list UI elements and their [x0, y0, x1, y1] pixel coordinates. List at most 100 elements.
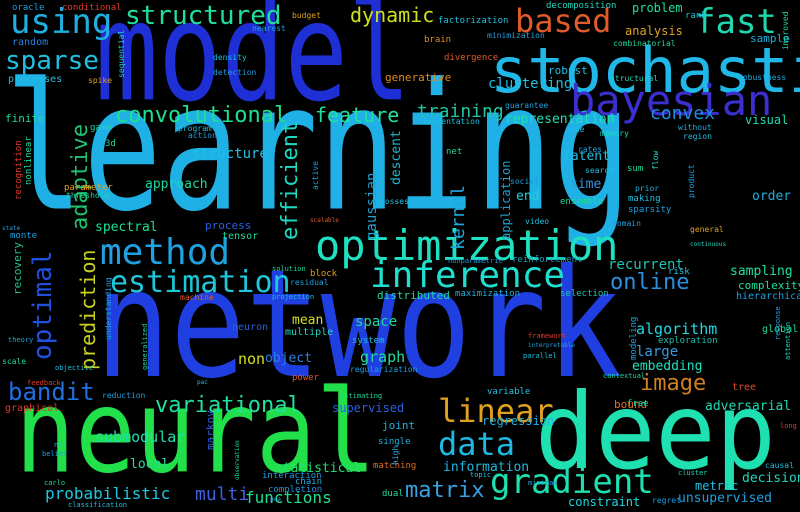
word-variational: variational — [155, 393, 301, 418]
word-net: net — [446, 147, 463, 157]
word-robust: robust — [548, 64, 588, 77]
word-linear: linear — [438, 392, 554, 430]
word-estimating: estimating — [340, 392, 383, 400]
word-graph: graph — [360, 348, 406, 366]
word-segmentation: segmentation — [422, 117, 480, 126]
word-exploration: exploration — [658, 336, 718, 346]
word-budget: budget — [292, 11, 321, 20]
word-representation: representation — [505, 112, 615, 127]
word-approach: approach — [145, 177, 208, 192]
word-joint: joint — [382, 419, 416, 432]
word-online: online — [610, 270, 690, 295]
word-tensor: tensor — [222, 231, 259, 242]
word-non: non — [238, 350, 266, 368]
word-descent: descent — [389, 130, 404, 185]
word-training: training — [417, 101, 504, 122]
word-single: single — [378, 437, 411, 447]
word-hierarchical: hierarchical — [736, 291, 800, 302]
word-metric: metric — [695, 479, 739, 493]
word-improved: improved — [781, 11, 790, 50]
word-inference: inference — [370, 255, 566, 296]
word-high: high — [391, 445, 400, 465]
word-region: region — [683, 132, 712, 141]
word-parameter: parameter — [64, 183, 113, 193]
word-bound: bound — [614, 398, 648, 411]
word-ensemble: ensemble — [560, 197, 604, 207]
word-markov: markov — [204, 410, 217, 450]
word-causal: causal — [765, 461, 794, 470]
word-scale: scale — [2, 357, 27, 366]
word-space: space — [355, 314, 398, 330]
word-game: game — [90, 123, 112, 133]
word-generalized: generalized — [141, 323, 149, 370]
word-prior: prior — [635, 184, 660, 193]
word-flow: flow — [651, 150, 660, 170]
word-convex: convex — [650, 103, 716, 124]
word-combinatorial: combinatorial — [613, 39, 676, 48]
word-adversarial: adversarial — [705, 399, 792, 414]
word-submodular: submodular — [95, 428, 186, 446]
word-nonlinear: nonlinear — [24, 136, 34, 185]
word-finite: finite — [5, 112, 45, 125]
word-probabilistic: probabilistic — [45, 484, 171, 503]
word-long: long — [780, 422, 797, 430]
word-stochastic: stochastic — [490, 34, 800, 107]
word-sequential: sequential — [117, 29, 126, 78]
word-interaction: interaction — [262, 471, 322, 481]
word-local: local — [130, 457, 170, 472]
word-oracle: oracle — [12, 3, 45, 13]
word-kernel: kernel — [448, 184, 469, 250]
word-gradient: gradient — [490, 462, 654, 502]
word-divergence: divergence — [444, 53, 499, 63]
word-conditional: conditional — [62, 3, 122, 13]
word-random: random — [12, 37, 49, 48]
word-matching: matching — [373, 461, 417, 471]
word-embedding: embedding — [632, 359, 703, 374]
word-structured: structured — [125, 1, 282, 31]
word-block: block — [310, 269, 338, 279]
word-domain: domain — [612, 219, 641, 228]
word-nearest: nearest — [252, 24, 286, 33]
word-density: density — [213, 53, 247, 62]
word-spectral: spectral — [95, 220, 158, 235]
word-latent: latent — [563, 149, 610, 164]
word-multi: multi — [195, 484, 250, 505]
word-dual: dual — [382, 489, 404, 499]
word-supervised: supervised — [332, 401, 405, 415]
word-large: large — [636, 344, 679, 360]
word-process: process — [205, 219, 252, 232]
word-carlo: carlo — [44, 479, 66, 487]
word-multiple: multiple — [285, 327, 334, 338]
word-monte: monte — [10, 231, 38, 241]
word-power: power — [292, 373, 320, 383]
word-guarantee: guarantee — [505, 101, 549, 110]
word-one: one — [570, 125, 585, 134]
word-functions: functions — [245, 488, 332, 507]
word-sum: sum — [627, 164, 644, 174]
word-decision: decision — [742, 471, 800, 486]
word-recurrent: recurrent — [608, 257, 684, 273]
word-threshold: threshold — [66, 191, 110, 200]
word-dynamic: dynamic — [350, 3, 435, 27]
word-free: free — [627, 399, 649, 409]
word-distributed: distributed — [377, 289, 450, 302]
word-sparsity: sparsity — [628, 205, 672, 215]
word-variable: variable — [487, 387, 531, 397]
word-cluster: cluster — [678, 469, 708, 477]
word-data: data — [438, 425, 516, 463]
word-nap: nap — [54, 441, 67, 449]
word-video: video — [525, 217, 550, 226]
word-order: order — [752, 189, 792, 204]
word-spike: spike — [88, 76, 113, 85]
word-memory: memory — [600, 129, 629, 138]
word-detection: detection — [213, 68, 257, 77]
word-bandit: bandit — [8, 378, 95, 406]
word-without: without — [678, 123, 712, 132]
word-system: system — [352, 336, 385, 346]
word-modeling: modeling — [629, 316, 639, 360]
word-rank: rank — [685, 11, 707, 21]
word-application: application — [499, 160, 513, 240]
word-adaptive: adaptive — [68, 124, 93, 230]
word-residual: residual — [290, 278, 329, 287]
